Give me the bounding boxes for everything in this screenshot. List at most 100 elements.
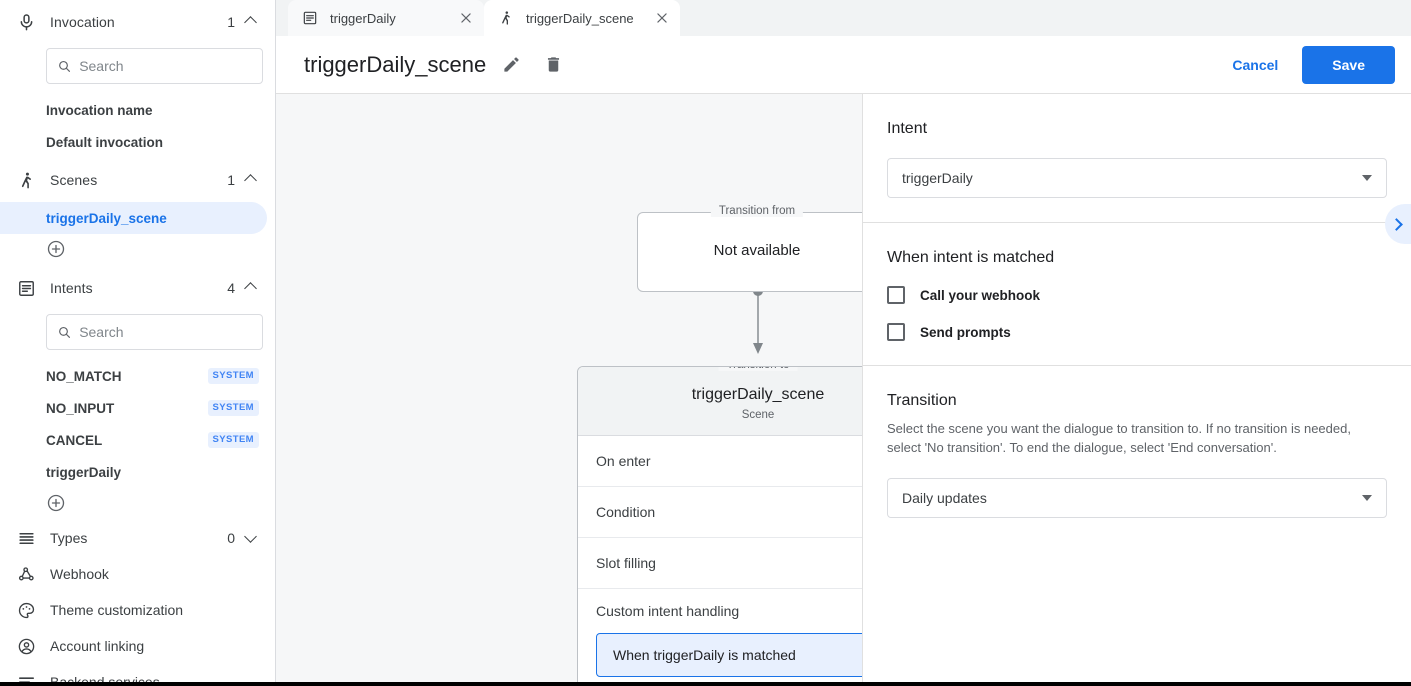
scene-row-slot-filling[interactable]: Slot filling +: [578, 538, 862, 589]
node-legend: Transition from: [710, 205, 804, 217]
chevron-up-icon: [245, 16, 257, 28]
scene-node-name: triggerDaily_scene: [691, 386, 825, 403]
call-webhook-checkbox[interactable]: [887, 286, 905, 304]
arrow-head: [753, 343, 763, 354]
invocation-search-input[interactable]: [79, 58, 252, 74]
sidebar-item-webhook[interactable]: Webhook: [0, 556, 275, 592]
sidebar-group-label: Invocation: [50, 14, 115, 30]
checkbox-row-send-prompts[interactable]: Send prompts: [887, 323, 1387, 341]
checkbox-label: Call your webhook: [920, 287, 1041, 303]
scene-row-label: Condition: [596, 504, 656, 520]
webhook-icon: [14, 562, 38, 586]
add-circle-icon[interactable]: [46, 493, 66, 513]
sidebar-item-no-input[interactable]: NO_INPUT SYSTEM: [0, 392, 275, 424]
chevron-up-icon: [245, 174, 257, 186]
scene-row-condition[interactable]: Condition +: [578, 487, 862, 538]
sidebar-group-count: 1: [227, 172, 235, 188]
sidebar-group-count: 4: [227, 280, 235, 296]
status-badge: SYSTEM: [207, 432, 259, 448]
search-icon: [59, 326, 71, 338]
checkbox-label: Send prompts: [920, 324, 1011, 340]
scene-node-subtitle: Scene: [741, 409, 775, 421]
sidebar-item-cancel[interactable]: CANCEL SYSTEM: [0, 424, 275, 456]
sidebar-item-theme-customization[interactable]: Theme customization: [0, 592, 275, 628]
intent-icon: [302, 9, 320, 27]
sidebar-item-label: triggerDaily: [46, 464, 122, 480]
sidebar-item-default-invocation[interactable]: Default invocation: [0, 126, 275, 158]
panel-section-transition: Transition Select the scene you want the…: [863, 366, 1411, 542]
tab-label: triggerDaily_scene: [526, 10, 634, 26]
tab-triggerdaily[interactable]: triggerDaily: [288, 0, 484, 36]
sidebar-group-invocation[interactable]: Invocation 1: [0, 0, 275, 44]
when-matched-heading: When intent is matched: [887, 249, 1055, 266]
add-circle-icon[interactable]: [46, 239, 66, 259]
panel-collapse-button[interactable]: [1385, 204, 1411, 244]
chevron-down-icon: [245, 532, 257, 544]
intent-select-value: triggerDaily: [902, 170, 973, 186]
sidebar-item-no-match[interactable]: NO_MATCH SYSTEM: [0, 360, 275, 392]
transition-description: Select the scene you want the dialogue t…: [887, 421, 1351, 455]
sidebar-item-label: Account linking: [50, 638, 145, 654]
intent-select[interactable]: triggerDaily: [887, 158, 1387, 198]
sidebar-item-label: CANCEL: [46, 432, 103, 448]
search-icon: [59, 60, 71, 72]
sidebar-item-types[interactable]: Types 0: [0, 520, 275, 556]
sidebar-item-account-linking[interactable]: Account linking: [0, 628, 275, 664]
bottom-bar: [0, 682, 1411, 686]
tab-strip: triggerDaily triggerDaily_scene: [276, 0, 1411, 36]
add-intent-row: [0, 488, 275, 520]
scene-row-label: On enter: [596, 453, 651, 469]
page-title: triggerDaily_scene: [304, 51, 487, 77]
scene-row-on-enter[interactable]: On enter +: [578, 436, 862, 487]
palette-icon: [14, 598, 38, 622]
scene-block-custom-intent-handling: Custom intent handling + When triggerDai…: [578, 589, 862, 686]
save-button[interactable]: Save: [1302, 45, 1395, 84]
close-icon[interactable]: [456, 8, 476, 28]
add-scene-row: [0, 234, 275, 266]
tab-triggerdaily-scene[interactable]: triggerDaily_scene: [484, 0, 680, 36]
intents-search-wrap: [0, 310, 275, 360]
invocation-search-box[interactable]: [46, 48, 263, 84]
scene-graph-canvas[interactable]: Transition from Not available Transition…: [276, 94, 862, 686]
tab-label: triggerDaily: [330, 10, 396, 26]
scene-row-custom-intent-handling[interactable]: Custom intent handling +: [578, 589, 862, 633]
sidebar-item-label: Theme customization: [50, 602, 184, 618]
chevron-down-icon: [1362, 494, 1372, 501]
sidebar-item-label: Invocation name: [46, 102, 153, 118]
intents-search-input[interactable]: [79, 324, 252, 340]
send-prompts-checkbox[interactable]: [887, 323, 905, 341]
intents-list-icon: [14, 276, 38, 300]
pencil-icon[interactable]: [494, 48, 528, 82]
status-badge: SYSTEM: [207, 400, 259, 416]
details-panel: Intent triggerDaily When intent is match…: [862, 94, 1411, 686]
close-icon[interactable]: [652, 8, 672, 28]
sidebar-item-triggerdaily-scene[interactable]: triggerDaily_scene: [0, 202, 267, 234]
intent-handler-chip[interactable]: When triggerDaily is matched: [596, 633, 862, 677]
sidebar-group-intents[interactable]: Intents 4: [0, 266, 275, 310]
cancel-button[interactable]: Cancel: [1218, 48, 1292, 82]
sidebar-item-label: NO_MATCH: [46, 368, 122, 384]
main-area: triggerDaily triggerDaily_scene: [276, 0, 1411, 686]
intent-heading: Intent: [887, 120, 928, 137]
transition-select[interactable]: Daily updates: [887, 477, 1387, 518]
sidebar-item-label: NO_INPUT: [46, 400, 115, 416]
status-badge: SYSTEM: [207, 368, 259, 384]
sidebar-group-scenes[interactable]: Scenes 1: [0, 158, 275, 202]
sidebar-item-label: triggerDaily_scene: [46, 210, 167, 226]
transition-select-value: Daily updates: [902, 489, 987, 506]
sidebar-group-label: Scenes: [50, 172, 98, 188]
transition-from-node[interactable]: Transition from Not available: [637, 205, 862, 292]
page-header: triggerDaily_scene Cancel Save: [276, 36, 1411, 94]
chevron-down-icon: [1362, 175, 1372, 181]
sidebar-item-triggerdaily[interactable]: triggerDaily: [0, 456, 275, 488]
trash-icon[interactable]: [536, 48, 570, 82]
panel-section-when-matched: When intent is matched Call your webhook…: [863, 223, 1411, 366]
scene-node[interactable]: Transition to triggerDaily_scene Scene O…: [577, 366, 862, 686]
scene-walk-icon: [498, 9, 516, 27]
intents-search-box[interactable]: [46, 314, 263, 350]
chevron-up-icon: [245, 282, 257, 294]
checkbox-row-call-your-webhook[interactable]: Call your webhook: [887, 286, 1387, 304]
node-legend: Transition to: [718, 367, 798, 371]
sidebar-item-invocation-name[interactable]: Invocation name: [0, 94, 275, 126]
